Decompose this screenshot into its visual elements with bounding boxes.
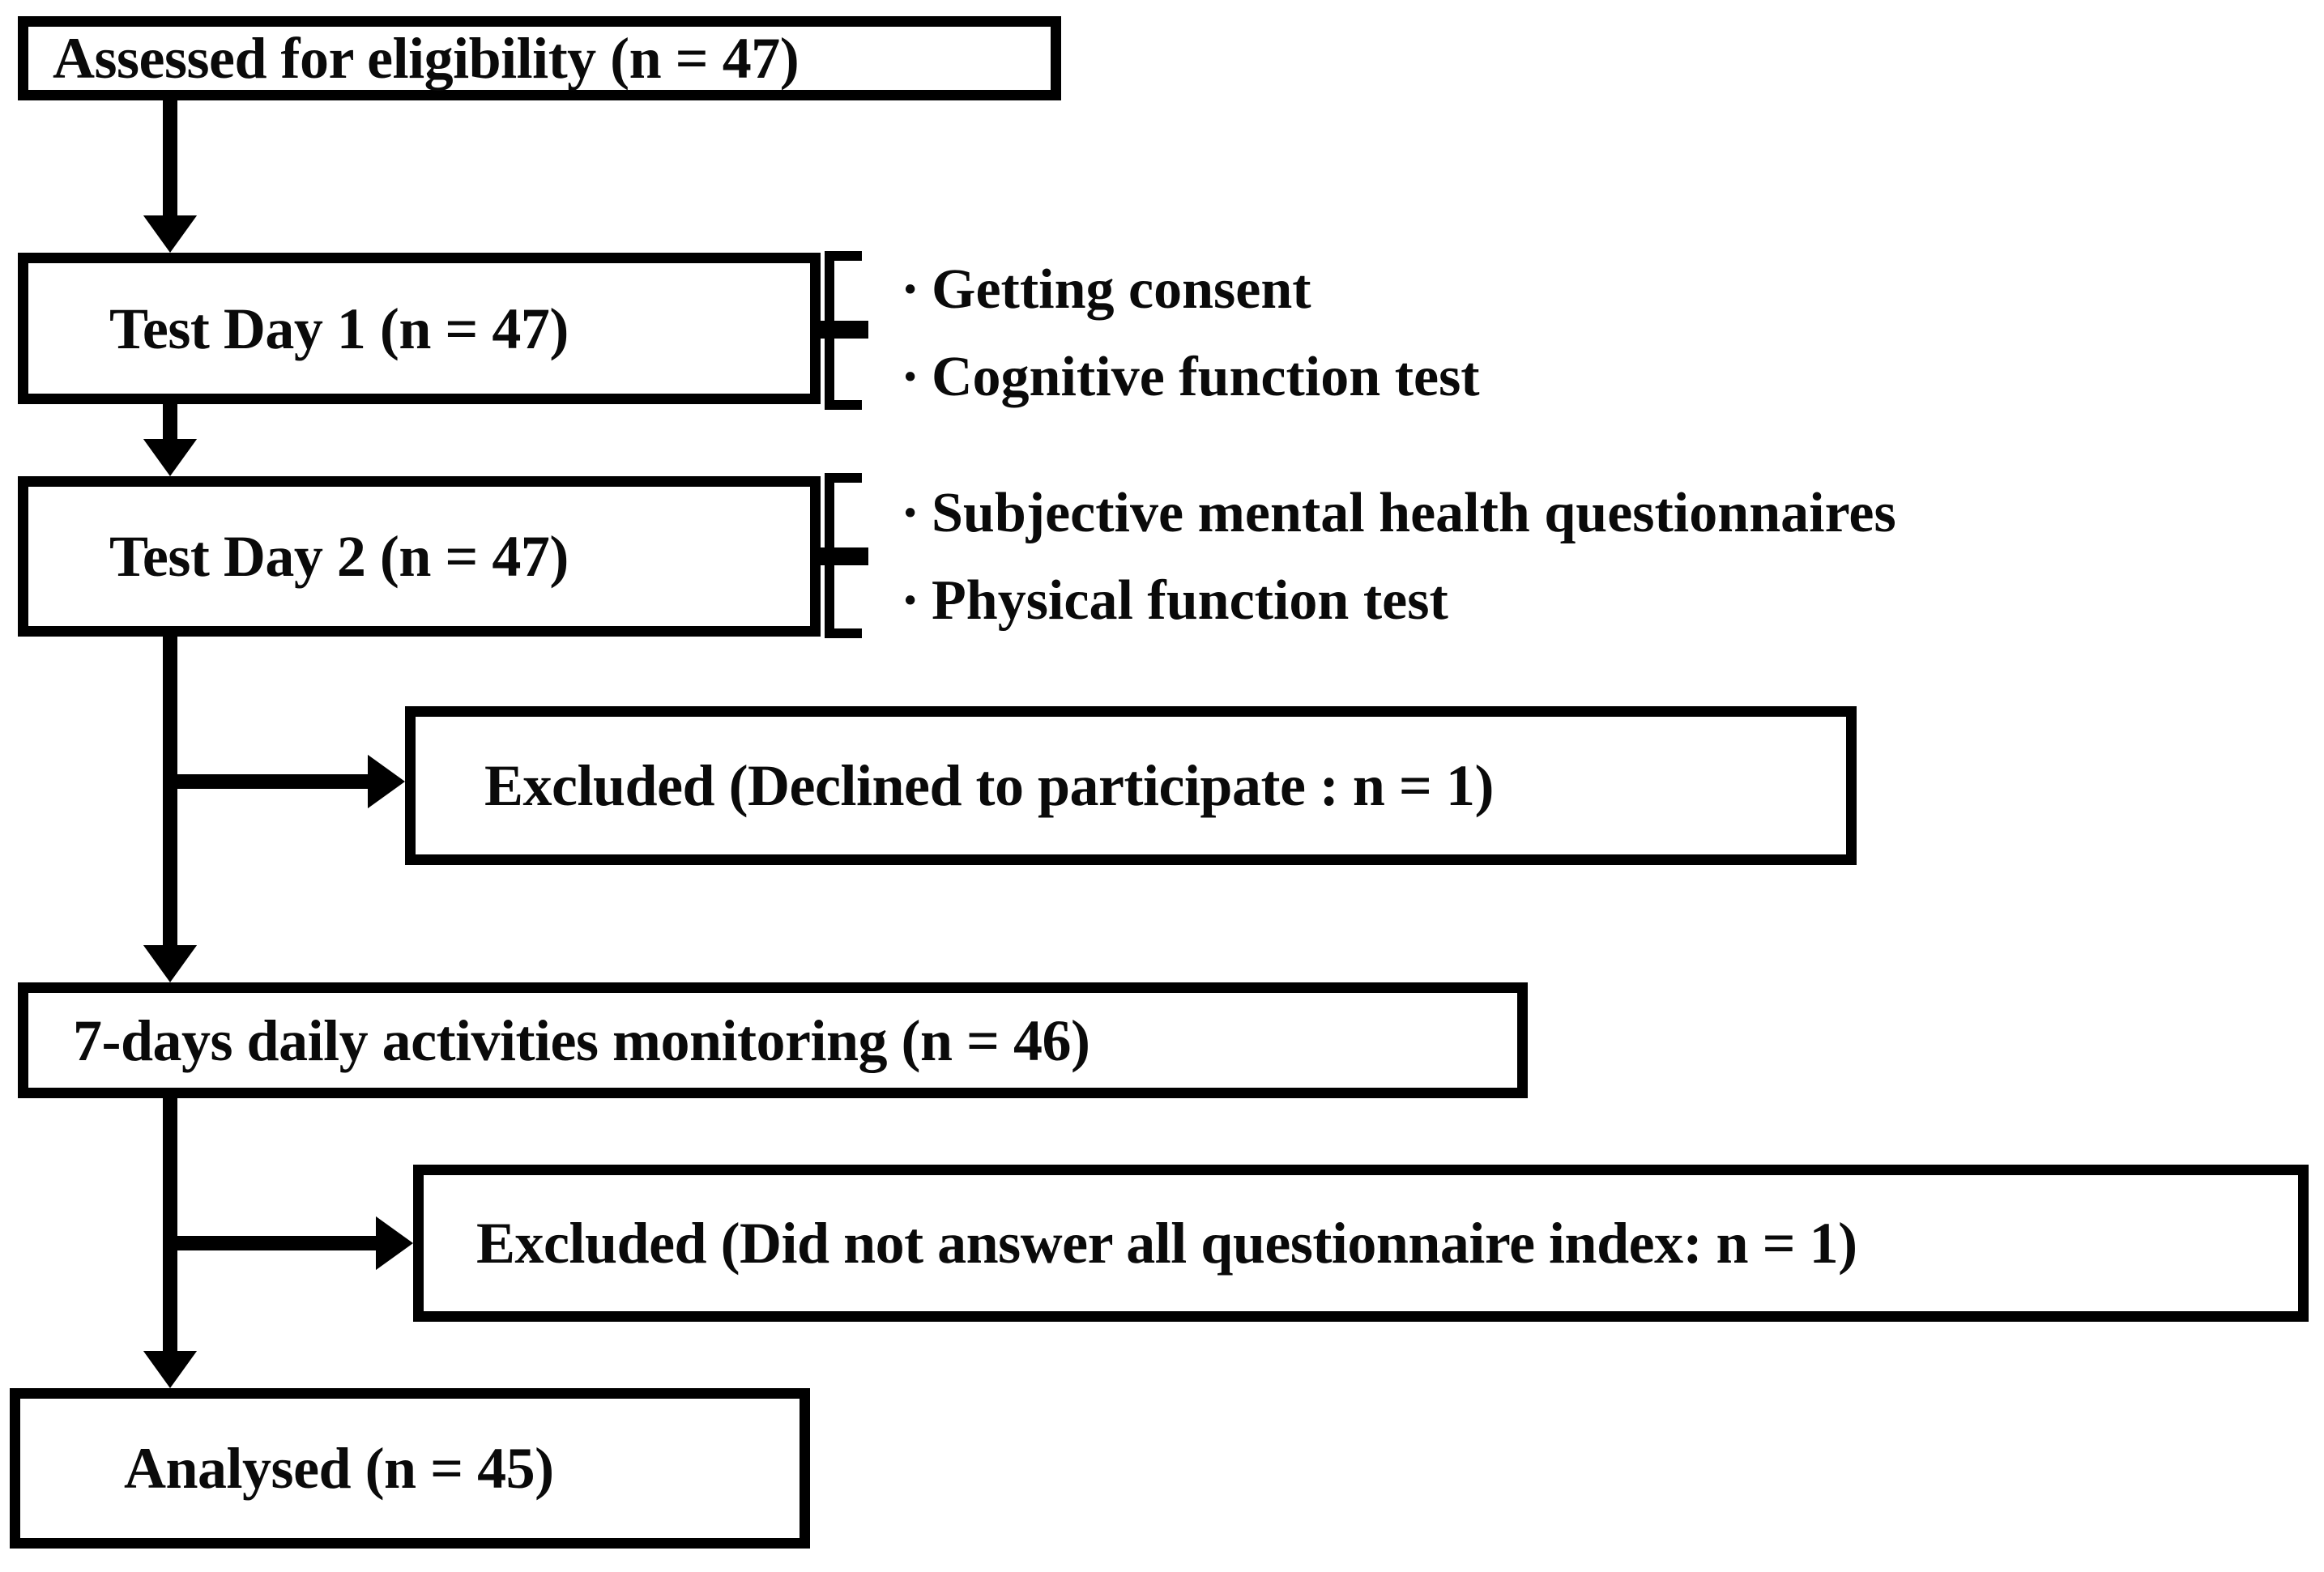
annotation-list-day-2-tasks: ·Subjective mental health questionnaires… <box>901 484 1896 630</box>
node-label-test-day-1: Test Day 1 (n = 47) <box>109 296 569 361</box>
annotation-item: ·Getting consent <box>901 262 1480 318</box>
annotation-item: ·Subjective mental health questionnaires <box>901 485 1896 542</box>
annotation-item-label: Cognitive function test <box>932 346 1480 408</box>
node-assessed: Assessed for eligibility (n = 47) <box>18 16 1061 100</box>
annotation-item: ·Physical function test <box>901 573 1896 629</box>
connector-branch-to-excluded-1 <box>170 754 405 809</box>
node-excluded-1: Excluded (Declined to participate : n = … <box>405 706 1857 865</box>
node-excluded-2: Excluded (Did not answer all questionnai… <box>413 1165 2309 1322</box>
node-label-monitoring: 7-days daily activities monitoring (n = … <box>73 1008 1090 1073</box>
node-label-analysed: Analysed (n = 45) <box>124 1436 554 1501</box>
node-test-day-1: Test Day 1 (n = 47) <box>18 253 821 404</box>
node-label-excluded-2: Excluded (Did not answer all questionnai… <box>476 1211 1857 1276</box>
square-bracket-icon-day-1-tasks <box>825 251 862 410</box>
annotation-item-label: Subjective mental health questionnaires <box>932 482 1896 544</box>
node-label-assessed: Assessed for eligibility (n = 47) <box>53 26 800 91</box>
node-test-day-2: Test Day 2 (n = 47) <box>18 476 821 637</box>
square-bracket-icon-day-2-tasks <box>825 473 862 638</box>
node-label-test-day-2: Test Day 2 (n = 47) <box>109 524 569 589</box>
connector-branch-to-excluded-2 <box>170 1216 413 1271</box>
node-label-excluded-1: Excluded (Declined to participate : n = … <box>484 753 1494 818</box>
annotation-item-label: Physical function test <box>932 569 1448 632</box>
connector-monitoring-to-analysed <box>143 1098 198 1388</box>
node-monitoring: 7-days daily activities monitoring (n = … <box>18 982 1528 1098</box>
connector-day2-to-monitoring <box>143 637 198 982</box>
bullet-icon: · <box>901 482 920 544</box>
annotation-item: ·Cognitive function test <box>901 349 1480 406</box>
annotation-item-label: Getting consent <box>932 258 1311 321</box>
connector-day1-to-day2 <box>143 404 198 476</box>
node-analysed: Analysed (n = 45) <box>10 1388 810 1549</box>
connector-assessed-to-day1 <box>143 100 198 253</box>
bullet-icon: · <box>901 569 920 632</box>
bullet-icon: · <box>901 258 920 321</box>
annotation-list-day-1-tasks: ·Getting consent·Cognitive function test <box>901 261 1480 407</box>
bullet-icon: · <box>901 346 920 408</box>
